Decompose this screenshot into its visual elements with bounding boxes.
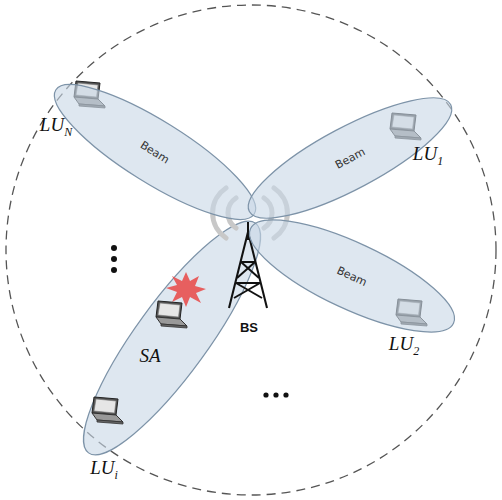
user-label: LU2 xyxy=(389,333,419,359)
laptop xyxy=(156,301,187,328)
user-label: LU1 xyxy=(413,143,443,169)
user-label: SA xyxy=(139,345,160,367)
beam xyxy=(59,202,284,474)
beam: Beam xyxy=(38,62,272,241)
beam: Beam xyxy=(235,197,469,354)
user-label: LUi xyxy=(90,457,118,483)
laptop xyxy=(92,397,123,424)
user-label: LUN xyxy=(40,114,72,140)
station-label: BS xyxy=(240,320,258,335)
